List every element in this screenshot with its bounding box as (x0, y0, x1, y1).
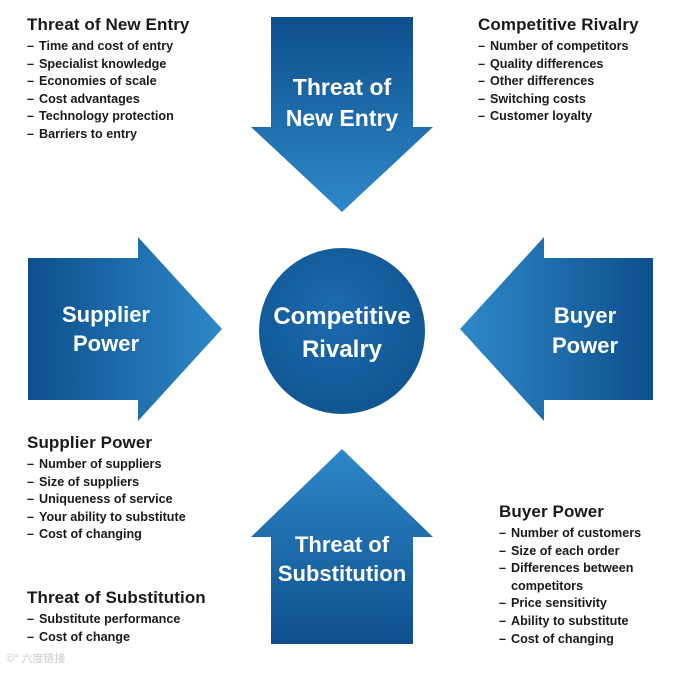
list-item: Ability to substitute (499, 613, 669, 631)
list-item: Cost of changing (499, 631, 669, 649)
list-item: Number of customers (499, 525, 669, 543)
list-item: Your ability to substitute (27, 509, 186, 527)
supplier-power-block: Supplier Power Number of suppliers Size … (27, 433, 186, 544)
watermark: ©° 六度链接 (6, 653, 66, 665)
competitive-rivalry-block: Competitive Rivalry Number of competitor… (478, 15, 639, 126)
rivalry-title: Competitive Rivalry (478, 15, 639, 34)
list-item: Cost of change (27, 629, 206, 647)
arrow-left-label-line1: Supplier (62, 302, 150, 327)
arrow-up-icon (251, 449, 433, 644)
list-item: Quality differences (478, 56, 639, 74)
list-item: Switching costs (478, 91, 639, 109)
supplier-list: Number of suppliers Size of suppliers Un… (27, 456, 186, 544)
circle-shape (259, 248, 425, 414)
list-item: Size of suppliers (27, 474, 186, 492)
list-item: Price sensitivity (499, 595, 669, 613)
substitution-title: Threat of Substitution (27, 588, 206, 607)
supplier-power-arrow: Supplier Power (28, 237, 222, 421)
arrow-top-label-line1: Threat of (293, 74, 392, 100)
arrow-down-icon (251, 17, 433, 212)
threat-of-new-entry-arrow: Threat of New Entry (251, 17, 433, 212)
arrow-left-icon (460, 237, 653, 421)
list-item: Differences between competitors (499, 560, 669, 595)
list-item: Size of each order (499, 543, 669, 561)
threat-of-substitution-block: Threat of Substitution Substitute perfor… (27, 588, 206, 646)
list-item: Other differences (478, 73, 639, 91)
arrow-left-label-line2: Power (73, 331, 139, 356)
rivalry-list: Number of competitors Quality difference… (478, 38, 639, 126)
center-label-line1: Competitive (273, 303, 410, 330)
list-item: Economies of scale (27, 73, 189, 91)
arrow-bottom-label-line2: Substitution (278, 561, 406, 586)
new-entry-title: Threat of New Entry (27, 15, 190, 34)
substitution-list: Substitute performance Cost of change (27, 611, 206, 646)
buyer-power-arrow: Buyer Power (460, 237, 653, 421)
arrow-top-label-line2: New Entry (286, 105, 399, 131)
threat-of-substitution-arrow: Threat of Substitution (251, 449, 433, 644)
list-item: Technology protection (27, 108, 189, 126)
list-item: Customer loyalty (478, 108, 639, 126)
list-item: Barriers to entry (27, 126, 189, 144)
buyer-title: Buyer Power (499, 502, 605, 521)
list-item: Number of competitors (478, 38, 639, 56)
list-item: Cost advantages (27, 91, 189, 109)
arrow-right-label-line1: Buyer (554, 303, 617, 328)
list-item: Cost of changing (27, 526, 186, 544)
threat-of-new-entry-block: Threat of New Entry Time and cost of ent… (27, 15, 189, 144)
buyer-power-block: Buyer Power Number of customers Size of … (499, 502, 669, 648)
list-item: Uniqueness of service (27, 491, 186, 509)
competitive-rivalry-circle: Competitive Rivalry (259, 248, 425, 414)
list-item: Substitute performance (27, 611, 206, 629)
list-item: Time and cost of entry (27, 38, 189, 56)
supplier-title: Supplier Power (27, 433, 153, 452)
new-entry-list: Time and cost of entry Specialist knowle… (27, 38, 189, 144)
list-item: Number of suppliers (27, 456, 186, 474)
list-item: Specialist knowledge (27, 56, 189, 74)
buyer-list: Number of customers Size of each order D… (499, 525, 669, 648)
arrow-bottom-label-line1: Threat of (295, 532, 390, 557)
arrow-right-icon (28, 237, 222, 421)
arrow-right-label-line2: Power (552, 333, 618, 358)
center-label-line2: Rivalry (302, 336, 383, 363)
